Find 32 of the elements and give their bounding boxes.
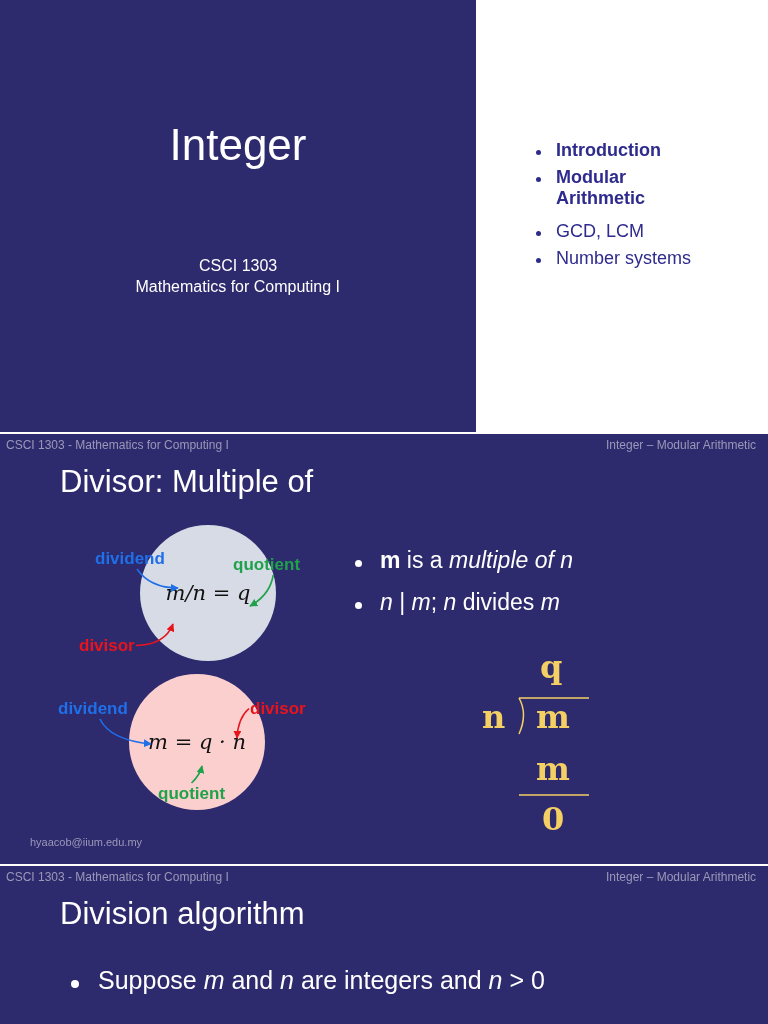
bullet-item: Suppose m and n are integers and n > 0 — [98, 966, 545, 995]
footer-text: Integer – Modular Arithmetic — [606, 870, 757, 884]
footer-text: CSCI 1303 - Mathematics for Computing I — [6, 870, 229, 884]
subtitle-text: CSCI 1303 — [199, 257, 278, 275]
bullet-item: Modular Arithmetic — [556, 167, 646, 209]
division-symbol: q — [540, 648, 563, 686]
slide-title: Divisor: Multiple of — [60, 464, 314, 500]
subtitle-text: Mathematics for Computing I — [135, 278, 341, 296]
annotation-label: divisor — [79, 636, 135, 655]
division-symbol: n — [482, 698, 506, 736]
bullet-item: Number systems — [556, 248, 692, 269]
email-text: hyaacob@iium.edu.my — [30, 836, 143, 848]
division-symbol: 0 — [542, 800, 565, 838]
formula-text: m = q · n — [148, 730, 246, 754]
formula-text: m/n = q — [165, 581, 251, 605]
division-symbol: m — [536, 750, 570, 788]
bullet-item: n | m; n divides m — [380, 589, 560, 616]
bullet-item: Introduction — [556, 140, 661, 161]
leader-arrow — [233, 707, 250, 739]
annotation-label: dividend — [58, 699, 128, 718]
leader-arrow — [249, 574, 275, 607]
leader-arrow — [190, 765, 205, 784]
footer-text: Integer – Modular Arithmetic — [606, 438, 757, 452]
division-symbol: m — [536, 698, 570, 736]
bullet-item: GCD, LCM — [556, 221, 644, 242]
leader-arrow — [134, 623, 174, 647]
annotation-label: quotient — [158, 784, 226, 803]
slide-title: Division algorithm — [60, 896, 305, 932]
bullet-item: m is a multiple of n — [380, 547, 574, 574]
footer-text: CSCI 1303 - Mathematics for Computing I — [6, 438, 229, 452]
leader-arrow — [99, 718, 152, 748]
slide-title: Integer — [169, 120, 307, 170]
